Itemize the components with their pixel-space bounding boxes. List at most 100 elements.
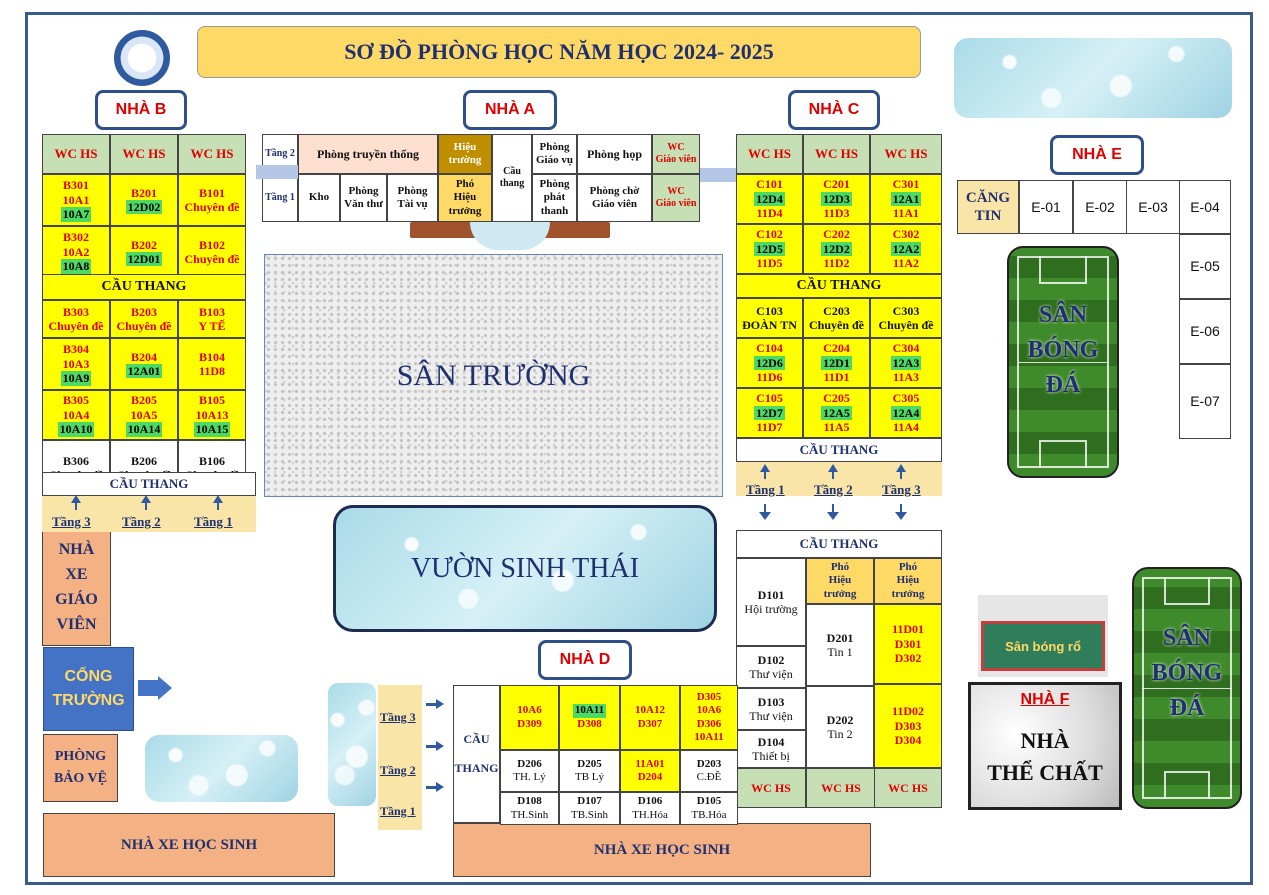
room-use: Thư viện: [749, 667, 793, 681]
guard-room: PHÒNG BẢO VỆ: [43, 734, 118, 802]
class-name: Chuyên đề: [878, 318, 934, 332]
wc-b-1: WC HS: [42, 134, 110, 174]
room-code: B206: [130, 453, 157, 468]
class-name: 12D1: [821, 355, 852, 371]
wc-b-2: WC HS: [110, 134, 178, 174]
floor-link-t2[interactable]: Tầng 2: [122, 514, 161, 529]
wc-d-3: WC HS: [874, 768, 942, 808]
class-name: 12A2: [890, 241, 922, 257]
arrow-stem: [217, 502, 219, 510]
up-arrow-icon: [71, 495, 81, 503]
football-field-lower: SÂN BÓNG ĐÁ: [1132, 567, 1242, 809]
label-nha-c: NHÀ C: [788, 90, 880, 130]
class-name: 11A5: [823, 420, 850, 435]
room-code: D104: [757, 734, 785, 749]
room-code: D102: [757, 652, 785, 667]
basketball-court: Sân bóng rổ: [978, 595, 1108, 677]
room-code: C303: [892, 303, 920, 318]
room-meeting: Phòng họp: [577, 134, 652, 174]
student-parking-right: NHÀ XE HỌC SINH: [453, 823, 871, 877]
class-name: D304: [894, 733, 922, 748]
room-code: C204: [823, 341, 850, 356]
room-use: Tin 1: [827, 645, 853, 659]
room-e-4: E-04: [1179, 180, 1231, 234]
floor-link-d-t1[interactable]: Tầng 1: [380, 804, 416, 818]
room-code: B102: [198, 237, 225, 252]
class-name: 10A7: [60, 207, 92, 222]
cell-text: D105: [696, 795, 722, 808]
room-e-7: E-07: [1179, 364, 1231, 439]
class-name: 11D5: [756, 256, 783, 271]
floor-link-c-t3[interactable]: Tầng 3: [882, 482, 921, 497]
room-code: C304: [892, 341, 920, 356]
football-field-upper: SÂN BÓNG ĐÁ: [1007, 246, 1119, 478]
class-name: 12D2: [821, 241, 852, 257]
class-name: 11A2: [892, 256, 919, 271]
stairs-c-mid: CẦU THANG: [736, 274, 942, 298]
class-name: 12D02: [125, 200, 163, 215]
cell-text: 10A11: [694, 730, 724, 743]
class-name: D303: [894, 718, 922, 733]
right-arrow-icon: [426, 703, 438, 706]
class-name: D302: [894, 651, 922, 666]
room-code: B305: [62, 393, 89, 408]
room-code: B105: [198, 393, 225, 408]
class-name: 11D7: [756, 420, 783, 435]
floor-link-t1[interactable]: Tầng 1: [194, 514, 233, 529]
cell-text: D106: [637, 795, 663, 808]
down-arrow-icon: [759, 512, 771, 520]
arrow-stem: [832, 471, 834, 479]
room-use: Tin 2: [827, 727, 853, 741]
room-academic: Phòng Giáo vụ: [532, 134, 577, 174]
canteen: CĂNG TIN: [957, 180, 1019, 234]
floor-a-1: Tầng 1: [262, 174, 298, 222]
floor-link-d-t2[interactable]: Tầng 2: [380, 763, 416, 777]
class-name: 10A2: [62, 244, 90, 259]
stairs-c-bottom: CẦU THANG: [736, 438, 942, 462]
cell-text: D203: [696, 757, 722, 770]
floor-band-d: [378, 685, 422, 830]
label-nha-d: NHÀ D: [538, 640, 632, 680]
school-logo: [114, 30, 170, 86]
class-name: 11A3: [892, 370, 919, 385]
down-arrow-icon: [895, 512, 907, 520]
water-pool-d: [328, 683, 376, 806]
class-name: 12A1: [890, 191, 922, 207]
vice-principal-1: Phó Hiệu trưởng: [806, 558, 874, 604]
right-arrow-head-icon: [436, 782, 444, 792]
room-code: C202: [823, 227, 850, 242]
floor-link-c-t2[interactable]: Tầng 2: [814, 482, 853, 497]
floor-link-c-t1[interactable]: Tầng 1: [746, 482, 785, 497]
class-name: 12D3: [821, 191, 852, 207]
room-code: C101: [756, 177, 783, 192]
stairs-b-mid: CẦU THANG: [42, 274, 246, 300]
class-name: Chuyên đề: [184, 200, 240, 214]
floor-link-t3[interactable]: Tầng 3: [52, 514, 91, 529]
room-e-6: E-06: [1179, 299, 1231, 364]
class-name: 11D6: [756, 370, 783, 385]
arrow-stem: [764, 471, 766, 479]
cell-text: D205: [577, 757, 602, 770]
room-code: B202: [130, 237, 157, 252]
room-code: C105: [756, 391, 783, 406]
class-name: 10A14: [125, 422, 163, 437]
stairs-b-bottom: CẦU THANG: [42, 472, 256, 496]
room-use: Hội trường: [744, 602, 798, 616]
floor-link-d-t3[interactable]: Tầng 3: [380, 710, 416, 724]
room-code: C103: [756, 303, 783, 318]
building-f: NHÀ F NHÀ THỂ CHẤT: [968, 682, 1122, 810]
